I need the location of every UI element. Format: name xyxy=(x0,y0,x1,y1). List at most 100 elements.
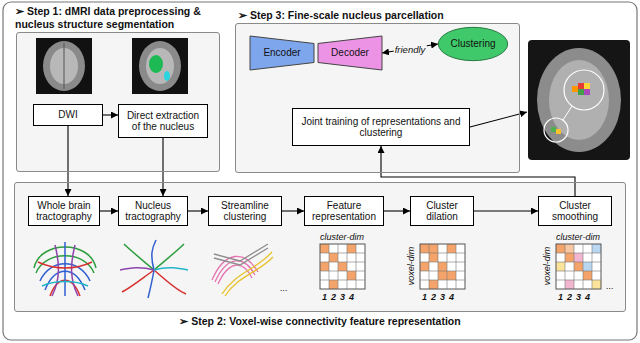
matrix-cell xyxy=(420,244,429,253)
parcellated-brain xyxy=(528,40,630,160)
fiber xyxy=(154,270,186,294)
process-box: Nucleus tractography xyxy=(118,196,188,226)
axis-label-wrap: ... xyxy=(606,281,614,291)
output-arrow xyxy=(470,112,527,127)
matrix-cell xyxy=(347,271,356,280)
matrix-cell xyxy=(438,271,447,280)
dilated-matrix xyxy=(420,244,465,289)
brain-shape xyxy=(43,41,85,91)
connector-arrow xyxy=(384,210,410,211)
brain-fissure xyxy=(64,43,65,89)
fiber xyxy=(120,268,154,270)
matrix-cell xyxy=(556,262,565,271)
edge-label-wrap: friendly xyxy=(394,43,427,54)
node-text: Clustering xyxy=(450,38,495,50)
parcel xyxy=(556,129,561,134)
process-box: Streamline clustering xyxy=(208,196,282,226)
matrix-cell xyxy=(565,253,574,262)
axis-label: ... xyxy=(606,281,614,291)
axis-label: 1 2 3 4 xyxy=(422,292,454,302)
fiber xyxy=(42,282,88,287)
parcel xyxy=(584,83,590,89)
connector-arrow xyxy=(381,146,575,196)
nucleus-mask xyxy=(164,71,170,81)
matrix-ground xyxy=(556,244,601,289)
matrix-cell xyxy=(592,280,601,289)
feature-matrix xyxy=(320,244,365,289)
node-text: Decoder xyxy=(331,47,369,59)
zoom-circle xyxy=(544,118,568,142)
segmented-image xyxy=(132,38,188,94)
fiber xyxy=(124,244,154,270)
streamline-clusters xyxy=(212,244,273,296)
encoder-trapezoid: Encoder xyxy=(250,36,314,70)
matrix-cell xyxy=(429,253,438,262)
nucleus-mask xyxy=(149,55,163,73)
matrix-cell xyxy=(329,280,338,289)
node-text: Streamline clustering xyxy=(212,200,278,223)
zoom-leader xyxy=(563,106,572,120)
matrix-cell xyxy=(338,262,347,271)
matrix-ground xyxy=(420,244,465,289)
process-box: Whole brain tractography xyxy=(28,196,100,226)
step-panel: ➢ Step 1: dMRI data preprocessing & nucl… xyxy=(16,32,220,172)
fiber xyxy=(122,270,154,292)
node-text: Cluster dilation xyxy=(414,200,470,223)
axis-label-wrap: ... xyxy=(280,283,288,293)
axis-label: 1 2 3 4 xyxy=(322,292,354,302)
matrix-cell xyxy=(320,244,329,253)
axis-label: cluster-dim xyxy=(320,232,364,242)
edge-label: friendly xyxy=(395,43,426,54)
matrix-cell xyxy=(447,244,456,253)
nucleus-tractography xyxy=(120,240,188,298)
axis-label-wrap: 1 2 3 4 xyxy=(558,292,590,302)
fiber xyxy=(72,245,78,296)
axis-label-wrap: voxel-dim xyxy=(406,247,416,286)
fiber xyxy=(52,245,58,296)
connector-arrow xyxy=(100,210,118,211)
matrix-cell xyxy=(447,271,456,280)
step-panel: ➢ Step 3: Fine-scale nucleus parcellatio… xyxy=(235,23,520,173)
matrix-cell xyxy=(565,280,574,289)
parcel xyxy=(551,127,556,132)
matrix-cell xyxy=(420,262,429,271)
trapezoid-shape xyxy=(318,36,382,70)
node-text: Direct extraction of the nucleus xyxy=(122,110,204,133)
parcel xyxy=(578,83,584,89)
brain-shape xyxy=(537,48,621,152)
image-ground xyxy=(36,38,92,94)
panel-fill xyxy=(14,182,626,312)
axis-label: voxel-dim xyxy=(542,247,552,286)
fiber xyxy=(64,242,66,296)
axis-label: 1 2 3 4 xyxy=(558,292,590,302)
axis-label-wrap: 1 2 3 4 xyxy=(422,292,454,302)
step-panel: ➢ Step 2: Voxel-wise connectivity featur… xyxy=(14,182,626,312)
axis-label: voxel-dim xyxy=(406,247,416,286)
axis-label: ... xyxy=(280,283,288,293)
fiber xyxy=(152,240,156,270)
connector-arrow xyxy=(382,44,438,53)
step-title-wrap: ➢ Step 1: dMRI data preprocessing & nucl… xyxy=(15,5,215,31)
axis-label-wrap: voxel-dim xyxy=(542,247,552,286)
node-text: Feature representation xyxy=(308,200,380,223)
fiber xyxy=(38,262,92,268)
trapezoid-shape xyxy=(250,36,314,70)
zoom-circle xyxy=(564,70,604,110)
step-title-wrap: ➢ Step 2: Voxel-wise connectivity featur… xyxy=(15,315,625,328)
matrix-cell xyxy=(592,244,601,253)
brain-shape xyxy=(139,41,181,91)
matrix-grid xyxy=(320,244,365,289)
matrix-cell xyxy=(429,244,438,253)
process-box: DWI xyxy=(33,104,103,126)
process-box: Joint training of representations and cl… xyxy=(292,108,470,146)
matrix-border xyxy=(420,244,465,289)
matrix-cell xyxy=(574,253,583,262)
process-box: Feature representation xyxy=(304,196,384,226)
step-title: ➢ Step 2: Voxel-wise connectivity featur… xyxy=(15,315,625,328)
node-text: Joint training of representations and cl… xyxy=(296,116,466,139)
clustering-ellipse: Clustering xyxy=(438,27,508,61)
fiber xyxy=(218,265,252,284)
fiber xyxy=(214,248,268,265)
matrix-cell xyxy=(556,244,565,253)
smoothed-matrix xyxy=(556,244,601,289)
